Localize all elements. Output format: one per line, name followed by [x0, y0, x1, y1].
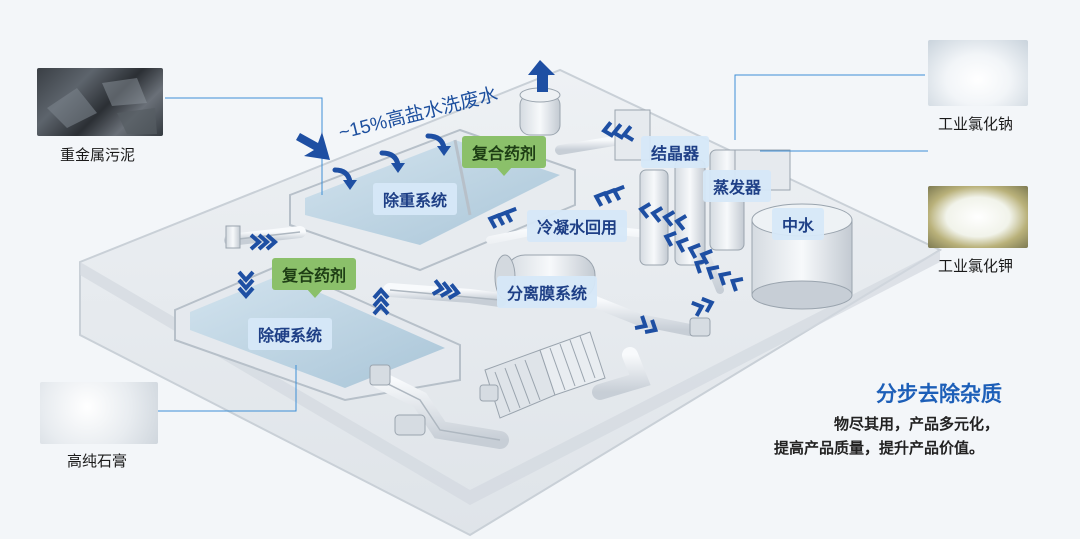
- unit-membrane-separation: 分离膜系统: [497, 276, 598, 308]
- membrane-modules: [484, 331, 606, 419]
- flow-chevron-icon: [632, 314, 652, 334]
- flow-chevron-icon: [698, 294, 718, 314]
- flow-chevron-icon: [647, 204, 667, 224]
- potassium-chloride-image: [928, 186, 1028, 248]
- flow-chevron-icon: [672, 234, 692, 254]
- flow-chevron-icon: [726, 273, 746, 293]
- flow-chevron-icon: [444, 282, 464, 302]
- flow-chevron-icon: [436, 280, 456, 300]
- sodium-chloride-image: [928, 40, 1028, 106]
- filter-tanks: [225, 87, 561, 249]
- flow-chevron-icon: [598, 120, 618, 140]
- product-gypsum: 高纯石膏: [67, 453, 128, 470]
- product-heavy-metal-sludge: 重金属污泥: [60, 147, 136, 164]
- flow-chevron-icon: [608, 182, 628, 202]
- flow-chevron-icon: [236, 282, 256, 302]
- callout-lines: [158, 74, 928, 412]
- flow-chevron-icon: [261, 232, 281, 252]
- flow-chevron-icon: [688, 298, 708, 318]
- product-potassium-chloride: 工业氯化钾: [938, 258, 1014, 275]
- flow-chevron-icon: [245, 232, 265, 252]
- flow-chevron-icon: [500, 204, 520, 224]
- flow-chevron-icon: [702, 261, 722, 281]
- flow-chevron-icon: [659, 208, 679, 228]
- slogan-line-2: 提高产品质量，提升产品价值。: [774, 440, 985, 457]
- flow-chevron-icon: [236, 274, 256, 294]
- unit-reclaimed-water: 中水: [772, 208, 825, 240]
- unit-evaporator: 蒸发器: [703, 170, 772, 202]
- product-sodium-chloride: 工业氯化钠: [938, 116, 1014, 133]
- reagent-pointer-left: [306, 288, 324, 298]
- sludge-texture: [47, 78, 157, 134]
- gypsum-image: [40, 382, 158, 444]
- flow-chevron-icon: [660, 228, 680, 248]
- reagent-pointer-top: [495, 166, 513, 176]
- flow-arrows-large: [296, 60, 555, 160]
- flow-chevron-icon: [371, 300, 391, 320]
- flow-chevron-icon: [236, 266, 256, 286]
- flow-chevron-icon: [714, 267, 734, 287]
- unit-condensate-reuse: 冷凝水回用: [527, 210, 628, 242]
- slogan-title: 分步去除杂质: [876, 383, 1002, 406]
- pumps: [369, 317, 711, 436]
- unit-hardness-removal: 除硬系统: [248, 318, 333, 350]
- flow-chevron-icon: [684, 240, 704, 260]
- flow-chevron-icon: [635, 200, 655, 220]
- flow-chevron-icon: [371, 284, 391, 304]
- flow-chevron-icon: [428, 278, 448, 298]
- unit-heavy-metal-removal: 除重系统: [373, 183, 458, 215]
- flow-chevron-icon: [618, 124, 638, 144]
- flow-chevron-icon: [371, 292, 391, 312]
- flow-chevron-icon: [671, 212, 691, 232]
- reagent-label-top: 复合药剂: [462, 136, 547, 168]
- flow-chevron-icon: [590, 188, 610, 208]
- flow-chevron-icon: [608, 122, 628, 142]
- slogan-line-1: 物尽其用，产品多元化，: [834, 416, 1000, 433]
- flow-chevron-icon: [690, 255, 710, 275]
- unit-crystallizer: 结晶器: [641, 136, 710, 168]
- sludge-image: [37, 68, 163, 136]
- reagent-label-left: 复合药剂: [272, 258, 357, 290]
- flow-chevron-icon: [599, 185, 619, 205]
- flow-chevron-icon: [253, 232, 273, 252]
- flow-chevron-icon: [642, 318, 662, 338]
